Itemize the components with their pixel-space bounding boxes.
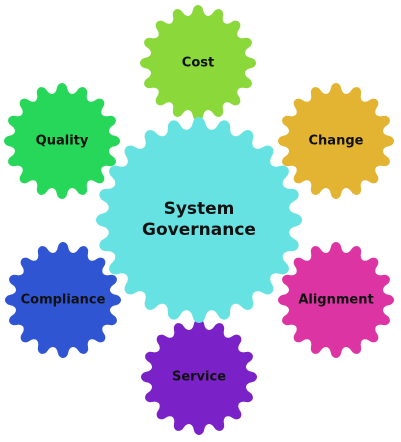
alignment-gear-icon <box>278 242 394 358</box>
center-title-line1: System <box>164 199 235 219</box>
quality-gear-icon <box>4 83 120 199</box>
gear-alignment: Alignment <box>278 242 394 358</box>
gear-service: Service <box>141 319 257 435</box>
cost-gear-icon <box>140 5 256 121</box>
gear-quality: Quality <box>4 83 120 199</box>
center-gear-icon <box>96 117 302 323</box>
alignment-label: Alignment <box>298 293 373 308</box>
gear-center: System Governance <box>96 117 302 323</box>
compliance-label: Compliance <box>21 293 106 308</box>
gear-cost: Cost <box>140 5 256 121</box>
change-gear-icon <box>278 83 394 199</box>
center-title-line2: Governance <box>142 220 256 240</box>
change-label: Change <box>309 134 364 149</box>
cost-label: Cost <box>182 56 214 71</box>
compliance-gear-icon <box>5 242 121 358</box>
service-label: Service <box>172 370 226 385</box>
quality-label: Quality <box>36 134 89 149</box>
gear-compliance: Compliance <box>5 242 121 358</box>
service-gear-icon <box>141 319 257 435</box>
gear-change: Change <box>278 83 394 199</box>
